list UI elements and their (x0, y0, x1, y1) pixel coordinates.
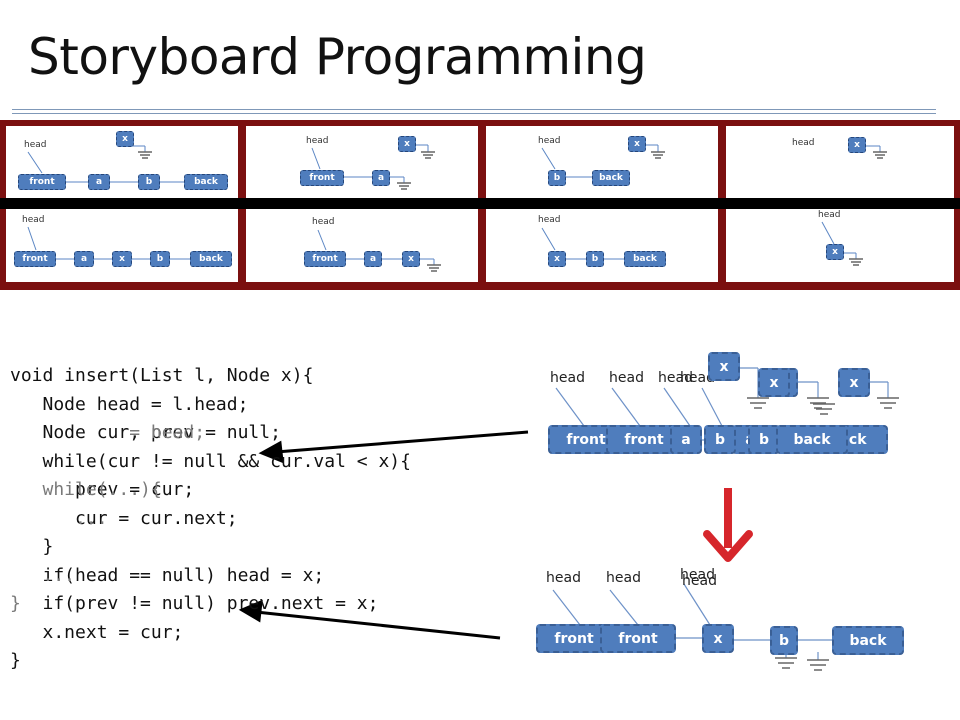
code-overlay-line (10, 619, 205, 648)
code-line: cur = cur.next; (10, 507, 238, 529)
node-x: x (548, 251, 566, 267)
node-front: front (14, 251, 56, 267)
code-line: if(prev != null) prev.next = x; (10, 593, 379, 614)
head-label: head (658, 370, 693, 386)
head-label: head (550, 370, 585, 386)
node-back: back (624, 251, 666, 267)
head-label: head (680, 370, 715, 386)
node-a: a (372, 170, 390, 186)
code-line: void insert(List l, Node x){ (10, 365, 314, 386)
panel-2-before (246, 126, 478, 198)
node-b: b (586, 251, 604, 267)
head-label: head (792, 138, 815, 148)
panel-2-after (246, 209, 478, 282)
red-down-arrow (703, 488, 753, 562)
head-label: head (682, 573, 717, 589)
node-x: x (838, 368, 870, 397)
node-front: front (600, 624, 676, 653)
node-x: x (116, 131, 134, 147)
node-x: x (702, 624, 734, 653)
node-x: x (398, 136, 416, 152)
code-overlay-line (10, 647, 205, 676)
panel-3-before (486, 126, 718, 198)
head-label: head (22, 215, 45, 225)
node-a: a (88, 174, 110, 190)
node-back: back (190, 251, 232, 267)
storyboard-divider-band (0, 198, 960, 209)
node-a: a (670, 425, 702, 454)
node-a: a (364, 251, 382, 267)
code-overlay-line: = head; (10, 422, 206, 443)
code-line: Node cur, prev = null; (10, 422, 281, 443)
code-line: } (10, 536, 54, 557)
node-b: b (548, 170, 566, 186)
panel-3-after (486, 209, 718, 282)
node-x: x (112, 251, 132, 267)
node-x: x (826, 244, 844, 260)
code-overlay-line: } (10, 593, 21, 614)
code-line: prev = cur; (10, 479, 195, 500)
code-line: x.next = cur; (10, 621, 184, 643)
head-label: head (680, 567, 715, 583)
code-line: Node head = l.head; (10, 393, 249, 415)
head-label: head (306, 136, 329, 146)
code-overlay-line: ... (10, 564, 76, 586)
node-a: a (74, 251, 94, 267)
code-overlay-line (10, 391, 205, 420)
node-x: x (402, 251, 420, 267)
node-b: b (150, 251, 170, 267)
node-b: b (770, 626, 798, 655)
title-rule-top (12, 109, 936, 110)
code-line: while(cur != null && cur.val < x){ (10, 450, 411, 472)
code-line: } (10, 650, 21, 671)
code-overlay-line: while(...){ (10, 479, 162, 500)
code-line: if(head == null) head = x; (10, 564, 325, 586)
node-x: x (628, 136, 646, 152)
page-title: Storyboard Programming (28, 28, 647, 86)
title-rule-bottom (12, 113, 936, 114)
head-label: head (24, 140, 47, 150)
code-overlay-line (10, 533, 205, 562)
head-label: head (538, 136, 561, 146)
code-overlay-line (10, 448, 205, 477)
head-label: head (546, 570, 581, 586)
head-label: head (818, 210, 841, 220)
panel-4-before (726, 126, 954, 198)
code-listing: void insert(List l, Node x){ Node head =… (10, 362, 411, 676)
node-front: front (304, 251, 346, 267)
head-label: head (312, 217, 335, 227)
node-b: b (138, 174, 160, 190)
head-label: head (606, 570, 641, 586)
node-b: b (704, 425, 736, 454)
node-x: x (848, 137, 866, 153)
node-back: back (184, 174, 228, 190)
node-x: x (708, 352, 740, 381)
node-front: front (606, 425, 682, 454)
panel-1-after (6, 209, 238, 282)
code-overlay-line: ... (10, 507, 108, 529)
code-overlay-line (10, 362, 205, 391)
node-b: b (748, 425, 780, 454)
code-overlay-listing: = head; while(...){ ... ...} (10, 362, 205, 676)
node-front: front (300, 170, 344, 186)
node-back: back (776, 425, 848, 454)
node-back: back (592, 170, 630, 186)
head-label: head (538, 215, 561, 225)
node-front: front (18, 174, 66, 190)
node-back: back (832, 626, 904, 655)
node-x: x (758, 368, 790, 397)
head-label: head (609, 370, 644, 386)
node-front: front (536, 624, 612, 653)
